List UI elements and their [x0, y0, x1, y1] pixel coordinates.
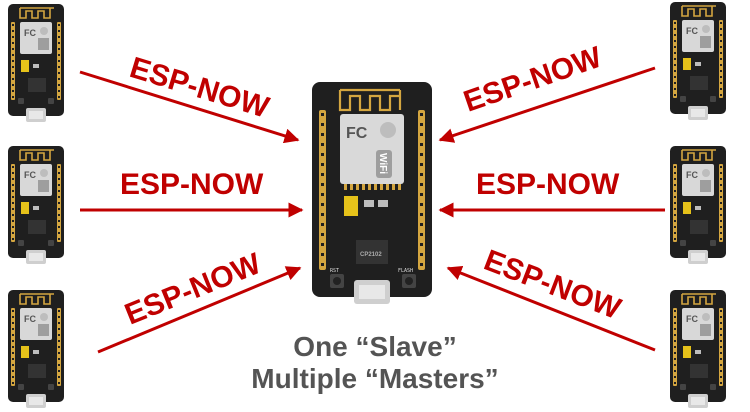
- wifi-mark: WiFi: [377, 153, 388, 174]
- flash-label: FLASH: [398, 268, 413, 274]
- rst-label: RST: [330, 268, 339, 274]
- arrow-bottom-left: [97, 266, 302, 354]
- espnow-label-top-right: ESP-NOW: [460, 41, 607, 119]
- fc-mark: FC: [346, 125, 368, 142]
- master-board-middle-left: [7, 146, 65, 264]
- arrow-top-left: [79, 70, 300, 144]
- antenna-trace: [338, 88, 402, 112]
- master-board-top-left: [7, 4, 65, 122]
- caption-line-1: One “Slave”: [293, 331, 457, 362]
- espressif-logo-icon: [380, 122, 396, 138]
- espnow-label-middle-left: ESP-NOW: [120, 168, 264, 201]
- master-board-bottom-right: [669, 290, 727, 408]
- arrow-bottom-right: [446, 265, 656, 352]
- slave-board: FC WiFi CP2102 RST FLASH: [312, 82, 432, 304]
- master-board-middle-right: [669, 146, 727, 264]
- master-board-bottom-left: [7, 290, 65, 408]
- master-board-top-right: [669, 2, 727, 120]
- svg-text:CP2102: CP2102: [360, 252, 382, 258]
- caption-line-2: Multiple “Masters”: [251, 363, 499, 394]
- espnow-label-top-left: ESP-NOW: [126, 51, 273, 125]
- espnow-label-bottom-left: ESP-NOW: [120, 247, 266, 332]
- espnow-label-middle-right: ESP-NOW: [476, 168, 620, 201]
- pin-header-right: [418, 110, 425, 270]
- voltage-regulator: [344, 196, 358, 216]
- usb-serial-chip: [356, 240, 388, 264]
- arrow-top-right: [438, 66, 656, 143]
- pin-header-left: [319, 110, 326, 270]
- espnow-label-bottom-right: ESP-NOW: [479, 244, 625, 326]
